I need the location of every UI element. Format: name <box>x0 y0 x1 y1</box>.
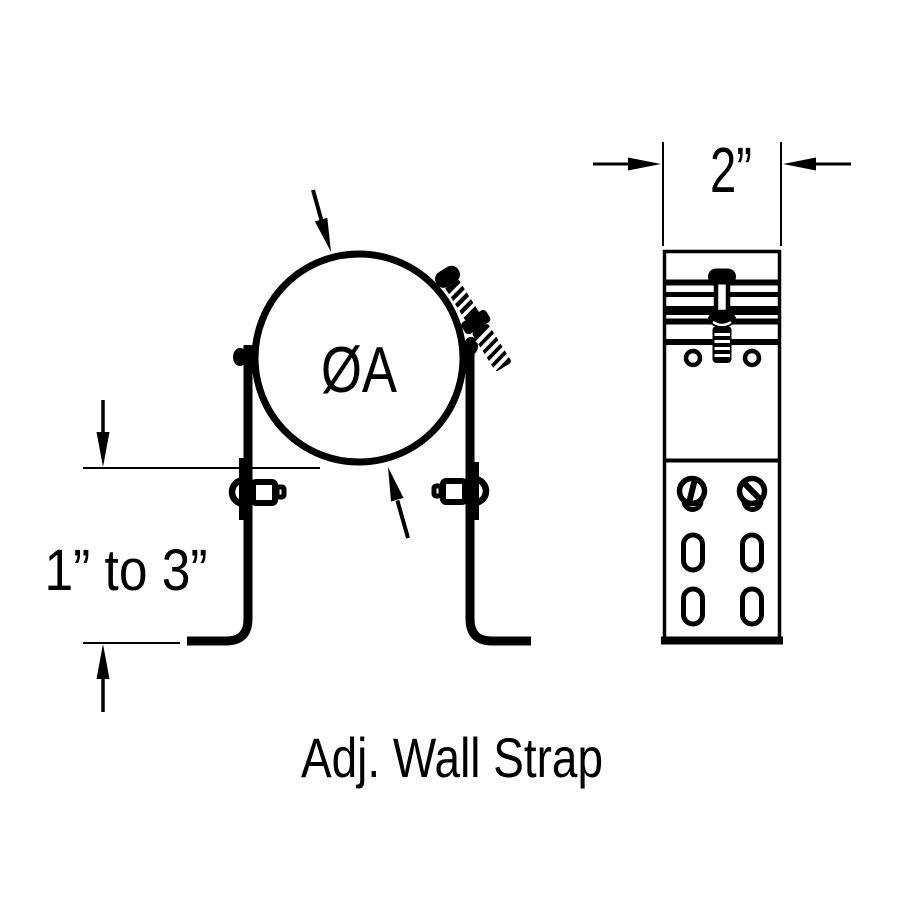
slot <box>681 586 705 627</box>
dimension-arrow-left-icon <box>783 157 851 171</box>
side-view: 2” <box>593 134 851 645</box>
wall-screw-left-icon <box>676 475 708 512</box>
clamp-screw-shank <box>713 279 731 315</box>
standoff-range-label: 1” to 3” <box>45 538 208 603</box>
diameter-leader-arrow-bottom-icon <box>388 467 410 539</box>
width-dimension <box>593 142 851 246</box>
slot <box>740 532 764 573</box>
right-strap <box>465 340 531 646</box>
front-view: 1” to 3” ØA <box>45 189 531 712</box>
caption: Adj. Wall Strap <box>301 726 603 789</box>
pipe-diameter-label: ØA <box>321 333 398 406</box>
slot <box>740 586 764 627</box>
width-dimension-label: 2” <box>710 134 752 206</box>
left-strap <box>187 345 253 646</box>
dimension-arrow-down-icon <box>96 400 110 467</box>
upper-thread-stripes <box>448 282 476 318</box>
slot <box>681 532 705 573</box>
clamp-screw-top-head-icon <box>708 268 736 285</box>
left-strap-overlap <box>239 458 244 520</box>
wall-screw-right-icon <box>736 475 768 512</box>
clamp-screw-head-highlight <box>712 320 732 327</box>
mounting-slots <box>681 532 764 627</box>
wall-screws <box>676 475 768 512</box>
lower-thread-stripes <box>475 326 510 372</box>
pipe-circle <box>251 250 467 466</box>
right-strap-overlap <box>474 462 479 520</box>
bolt-tip-icon <box>274 484 287 500</box>
bolt-tip-icon <box>431 483 444 499</box>
diameter-leader-arrow-top-icon <box>311 189 331 252</box>
bolt-nut-icon <box>250 479 278 506</box>
bolt-nut-icon <box>440 478 468 505</box>
pilot-holes <box>683 348 762 368</box>
tension-screw <box>434 265 511 372</box>
clamp-screw-thread-stripes <box>714 333 730 357</box>
dimension-arrow-right-icon <box>593 157 661 171</box>
clamp-screw <box>708 268 736 363</box>
tension-screw-head-icon <box>434 265 461 288</box>
dimension-arrow-up-icon <box>96 644 110 712</box>
standoff-dimension <box>83 400 320 712</box>
tension-screw-collar-icon <box>461 310 491 335</box>
pilot-hole <box>742 348 762 368</box>
pilot-hole <box>683 348 703 368</box>
clamp-screw-threaded-tip <box>712 326 732 363</box>
